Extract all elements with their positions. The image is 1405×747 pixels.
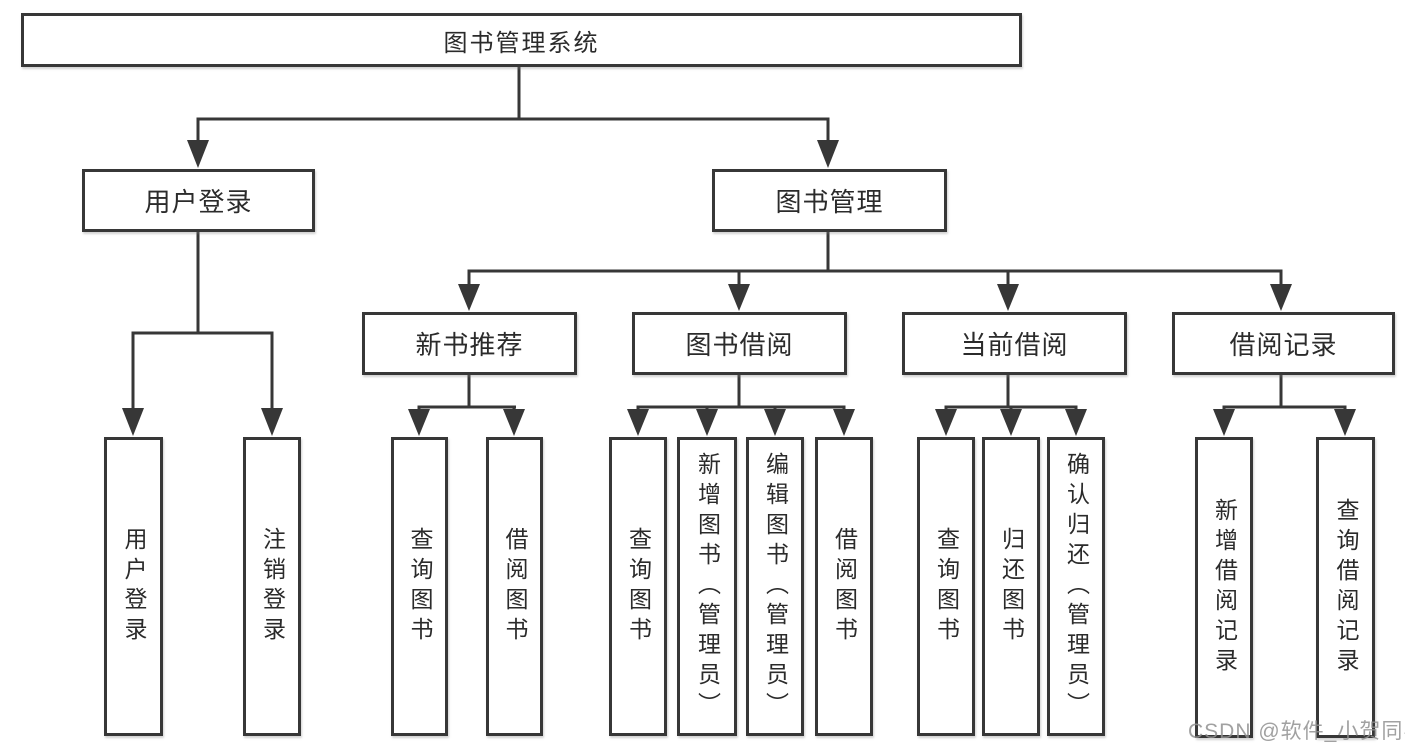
connector-user-login-branch — [122, 232, 283, 436]
node-leaf-edit-book-admin-label: 编辑图书（管理员） — [762, 451, 789, 722]
node-leaf-logout-label: 注销登录 — [259, 526, 286, 647]
node-system-root-label: 图书管理系统 — [443, 29, 600, 57]
node-book-management-label: 图书管理 — [775, 187, 884, 217]
node-system-root: 图书管理系统 — [21, 13, 1022, 67]
node-leaf-edit-book-admin: 编辑图书（管理员） — [746, 437, 804, 736]
node-book-borrowing-label: 图书借阅 — [685, 330, 794, 360]
node-leaf-add-borrow-record-label: 新增借阅记录 — [1211, 497, 1238, 678]
node-leaf-return-book-label: 归还图书 — [998, 526, 1025, 647]
node-borrowing-records: 借阅记录 — [1172, 312, 1395, 375]
node-leaf-add-borrow-record: 新增借阅记录 — [1195, 437, 1253, 738]
node-leaf-query-book-recommend-label: 查询图书 — [407, 526, 433, 647]
node-leaf-borrow-book-borrowing-label: 借阅图书 — [831, 526, 858, 647]
node-leaf-add-book-admin: 新增图书（管理员） — [677, 437, 737, 736]
node-borrowing-records-label: 借阅记录 — [1229, 330, 1338, 360]
node-leaf-logout: 注销登录 — [243, 437, 301, 736]
node-leaf-user-login-label: 用户登录 — [121, 526, 147, 647]
node-leaf-query-book-current: 查询图书 — [917, 437, 975, 736]
node-book-management: 图书管理 — [712, 169, 947, 232]
connector-book-management-to-level3 — [458, 232, 1292, 311]
connector-book-borrowing-fan — [627, 375, 855, 436]
connector-current-borrowing-fan — [935, 375, 1087, 436]
node-book-borrowing: 图书借阅 — [632, 312, 847, 375]
node-user-login: 用户登录 — [82, 169, 315, 232]
node-new-book-recommend-label: 新书推荐 — [415, 330, 524, 360]
node-leaf-query-book-borrowing: 查询图书 — [609, 437, 667, 736]
node-user-login-label: 用户登录 — [144, 187, 253, 217]
node-leaf-query-borrow-record: 查询借阅记录 — [1316, 437, 1375, 738]
node-leaf-query-book-current-label: 查询图书 — [933, 526, 960, 647]
csdn-watermark: CSDN @软件_小贺同学 — [1188, 720, 1405, 743]
node-leaf-borrow-book-recommend-label: 借阅图书 — [502, 526, 528, 647]
node-leaf-confirm-return-admin: 确认归还（管理员） — [1047, 437, 1105, 736]
connector-new-book-recommend-fan — [408, 375, 525, 436]
connector-root-to-level2 — [187, 67, 839, 168]
node-leaf-query-book-borrowing-label: 查询图书 — [625, 526, 652, 647]
node-leaf-borrow-book-recommend: 借阅图书 — [486, 437, 543, 736]
node-current-borrowing-label: 当前借阅 — [960, 330, 1069, 360]
node-leaf-borrow-book-borrowing: 借阅图书 — [815, 437, 873, 736]
node-leaf-return-book: 归还图书 — [982, 437, 1040, 736]
node-new-book-recommend: 新书推荐 — [362, 312, 577, 375]
node-leaf-query-book-recommend: 查询图书 — [391, 437, 448, 736]
node-leaf-query-borrow-record-label: 查询借阅记录 — [1333, 497, 1359, 678]
node-leaf-add-book-admin-label: 新增图书（管理员） — [694, 451, 721, 722]
node-leaf-user-login: 用户登录 — [104, 437, 163, 736]
node-current-borrowing: 当前借阅 — [902, 312, 1127, 375]
node-leaf-confirm-return-admin-label: 确认归还（管理员） — [1063, 451, 1090, 722]
connector-borrowing-records-fan — [1213, 375, 1356, 436]
